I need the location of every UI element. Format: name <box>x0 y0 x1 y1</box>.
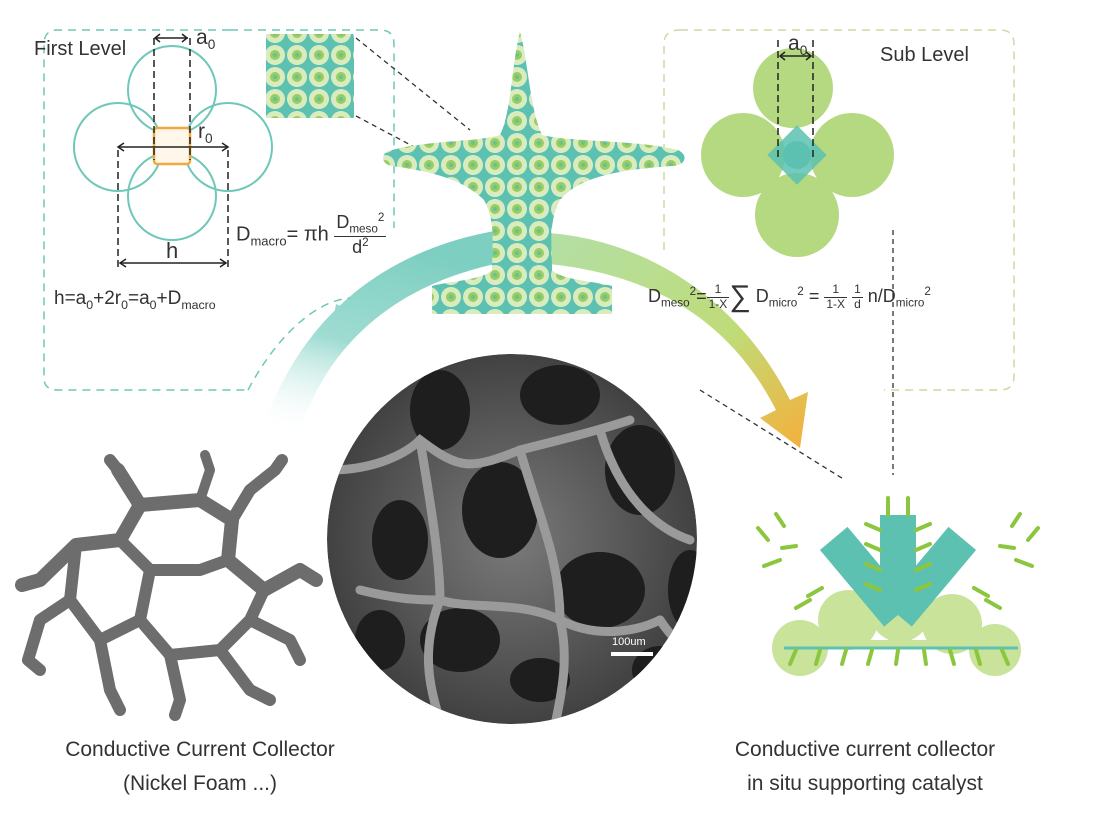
h-equation: h=a0+2r0=a0+Dmacro <box>54 288 216 312</box>
first-level-array-thumbnail <box>266 34 354 118</box>
sub-level-a0-label: a0 <box>788 32 808 59</box>
nickel-foam-illustration <box>15 450 323 721</box>
left-caption: Conductive Current Collector (Nickel Foa… <box>20 733 380 801</box>
left-arrow-dashed-outline <box>247 297 351 391</box>
sub-level-dimension-lines <box>777 40 814 160</box>
first-level-title: First Level <box>34 38 127 60</box>
sub-level-title: Sub Level <box>880 44 969 66</box>
right-caption-line1: Conductive current collector <box>734 738 996 761</box>
right-caption-line2: in situ supporting catalyst <box>747 772 983 795</box>
left-caption-line1: Conductive Current Collector <box>65 738 335 761</box>
sem-micrograph <box>327 354 697 724</box>
right-caption: Conductive current collector in situ sup… <box>690 733 1040 801</box>
hierarchical-structure <box>383 32 685 314</box>
leader-lines <box>355 37 894 481</box>
catalyst-structure <box>756 496 1040 676</box>
macro-pore-square <box>152 126 192 166</box>
first-level-a0-label: a0 <box>196 26 216 53</box>
first-level-dimension-lines <box>116 33 230 268</box>
first-level-frame <box>43 29 395 391</box>
left-flow-arrow <box>262 230 505 430</box>
sub-level-pore-model <box>701 48 894 257</box>
first-level-h-label: h <box>166 238 179 263</box>
first-level-r0-label: r0 <box>198 120 213 147</box>
left-caption-line2: (Nickel Foam ...) <box>122 772 277 795</box>
sub-level-frame <box>663 29 1015 391</box>
scale-bar-label: 100um <box>612 636 646 648</box>
